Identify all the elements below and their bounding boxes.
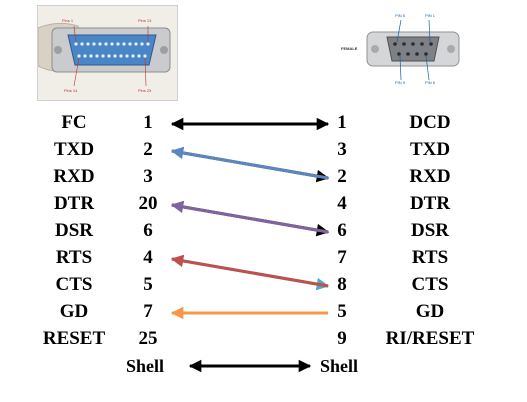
right-shell-label: Shell: [320, 356, 359, 376]
right-pin-4: 4: [337, 193, 347, 214]
connection-arrow-6: [170, 254, 329, 288]
left-pin-6: 6: [143, 220, 153, 241]
connection-arrow-2: [170, 146, 329, 180]
left-signal-dsr: DSR: [54, 220, 93, 241]
right-pin-8: 8: [337, 274, 347, 295]
left-shell-label: Shell: [126, 356, 165, 376]
right-pin-2: 2: [337, 166, 347, 187]
right-signal-dcd: DCD: [409, 112, 451, 133]
right-pin-3: 3: [337, 139, 347, 160]
right-pin-5: 5: [337, 301, 347, 322]
db9-connector-photo: FEMALE PIN 5 PIN 1 PIN 9 PIN 6: [338, 5, 475, 87]
left-pin-5: 5: [143, 274, 153, 295]
left-pin-3: 3: [143, 166, 153, 187]
left-signal-reset: RESET: [42, 328, 106, 349]
left-pin-2: 2: [143, 139, 153, 160]
left-pin-25: 25: [138, 328, 158, 349]
left-signal-rxd: RXD: [53, 166, 95, 187]
right-pin-1: 1: [337, 112, 347, 133]
db9-female-label: FEMALE: [341, 46, 358, 51]
left-signal-fc: FC: [61, 112, 87, 133]
right-signal-txd: TXD: [409, 139, 451, 160]
left-pin-4: 4: [143, 247, 153, 268]
left-pin-7: 7: [143, 301, 153, 322]
db25-connector-drawing: [37, 6, 177, 100]
db25-connector-photo: Pins 1 Pins 13 Pins 14 Pins 25: [37, 5, 178, 101]
left-pin-1: 1: [143, 112, 153, 133]
right-signal-rts: RTS: [411, 247, 449, 268]
left-signal-rts: RTS: [55, 247, 93, 268]
right-signal-dsr: DSR: [410, 220, 449, 241]
db25-pin14-label: Pins 14: [64, 88, 78, 93]
db25-pin1-label: Pins 1: [62, 18, 74, 23]
connection-arrow-4: [170, 200, 329, 234]
db25-pin13-label: Pins 13: [138, 18, 152, 23]
right-signal-ri-reset: RI/RESET: [385, 328, 475, 349]
right-pin-9: 9: [337, 328, 347, 349]
right-signal-dtr: DTR: [409, 193, 451, 214]
db9-pin9-label: PIN 9: [395, 80, 406, 85]
left-signal-dtr: DTR: [53, 193, 95, 214]
left-signal-txd: TXD: [53, 139, 95, 160]
right-pin-6: 6: [337, 220, 347, 241]
right-signal-cts: CTS: [411, 274, 449, 295]
db25-pin25-label: Pins 25: [138, 88, 152, 93]
left-pin-20: 20: [138, 193, 158, 214]
db9-connector-drawing: [366, 19, 460, 81]
db9-pin6-label: PIN 6: [425, 80, 436, 85]
left-signal-gd: GD: [59, 301, 89, 322]
right-signal-rxd: RXD: [409, 166, 451, 187]
db9-pin1-label: PIN 1: [425, 13, 436, 18]
right-signal-gd: GD: [415, 301, 445, 322]
left-signal-cts: CTS: [55, 274, 93, 295]
db9-pin5-label: PIN 5: [395, 13, 406, 18]
right-pin-7: 7: [337, 247, 347, 268]
